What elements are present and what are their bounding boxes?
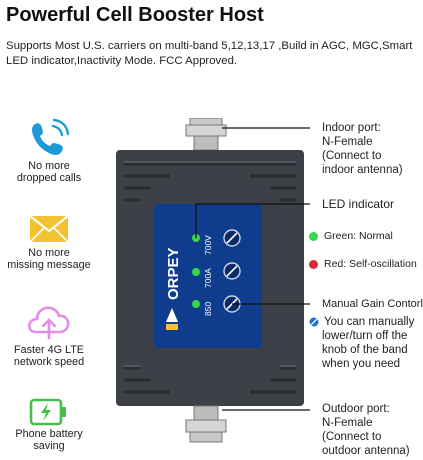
indoor-port-line: indoor antenna) <box>322 164 403 176</box>
envelope-icon <box>29 215 69 243</box>
outdoor-port-line: N-Female <box>322 417 373 429</box>
brand-logo-text: ORPEY <box>165 247 182 300</box>
gain-control-description: You can manually lower/turn off the knob… <box>309 315 421 371</box>
indoor-port-callout: Indoor port: N-Female (Connect to indoor… <box>322 121 422 177</box>
band-label: 850 <box>203 302 213 316</box>
gain-knob-icon <box>309 317 319 327</box>
feature-battery-saving: Phone battery saving <box>4 398 94 452</box>
outdoor-port-connector <box>185 405 227 443</box>
gain-line: You can manually <box>324 316 415 328</box>
feature-line-2: missing message <box>7 259 91 271</box>
gain-line: knob of the band <box>322 344 408 356</box>
cloud-upload-icon <box>27 306 70 340</box>
booster-device: ORPEY 700V 700A 850 <box>116 118 310 443</box>
battery-icon <box>29 398 66 426</box>
gain-knob-700a[interactable] <box>223 262 241 280</box>
outdoor-port-callout: Outdoor port: N-Female (Connect to outdo… <box>322 402 422 458</box>
page-subtitle: Supports Most U.S. carriers on multi-ban… <box>6 40 413 67</box>
gain-line: when you need <box>322 358 401 370</box>
led-700a <box>192 268 200 276</box>
led-callout-line <box>195 203 310 238</box>
feature-dropped-calls: No more dropped calls <box>4 118 94 184</box>
gain-knob-700v[interactable] <box>223 229 241 247</box>
feature-line-1: No more <box>28 247 70 259</box>
led-red-row: Red: Self-oscillation <box>309 258 417 270</box>
feature-line-1: Phone battery <box>15 428 83 440</box>
feature-line-2: network speed <box>13 356 85 368</box>
outdoor-port-line: (Connect to <box>322 431 382 443</box>
led-green-row: Green: Normal <box>309 230 393 242</box>
indoor-port-line: N-Female <box>322 136 373 148</box>
indoor-port-connector <box>185 118 227 151</box>
phone-icon <box>31 118 70 155</box>
band-label: 700V <box>203 235 213 255</box>
feature-line-1: Faster 4G LTE <box>13 344 84 356</box>
led-green-label: Green: Normal <box>324 230 393 242</box>
brand-logo-icon <box>166 308 178 330</box>
red-dot-icon <box>309 259 318 269</box>
feature-faster-lte: Faster 4G LTE network speed <box>4 302 94 368</box>
outdoor-port-title: Outdoor port: <box>322 403 390 415</box>
led-indicator-title: LED indicator <box>322 197 395 211</box>
gain-line: lower/turn off the <box>322 330 408 342</box>
feature-line-2: saving <box>33 440 65 452</box>
outdoor-port-line: outdoor antenna) <box>322 445 410 457</box>
gain-control-title: Manual Gain Contorl <box>322 298 423 310</box>
indoor-port-title: Indoor port: <box>322 122 381 134</box>
page-title: Powerful Cell Booster Host <box>6 4 264 26</box>
band-label: 700A <box>203 268 213 288</box>
feature-line-2: dropped calls <box>16 172 82 184</box>
led-red-label: Red: Self-oscillation <box>324 258 417 270</box>
feature-missing-message: No more missing message <box>4 213 94 271</box>
indoor-port-line: (Connect to <box>322 150 382 162</box>
led-850 <box>192 300 200 308</box>
feature-line-1: No more <box>28 160 70 172</box>
green-dot-icon <box>309 231 318 241</box>
